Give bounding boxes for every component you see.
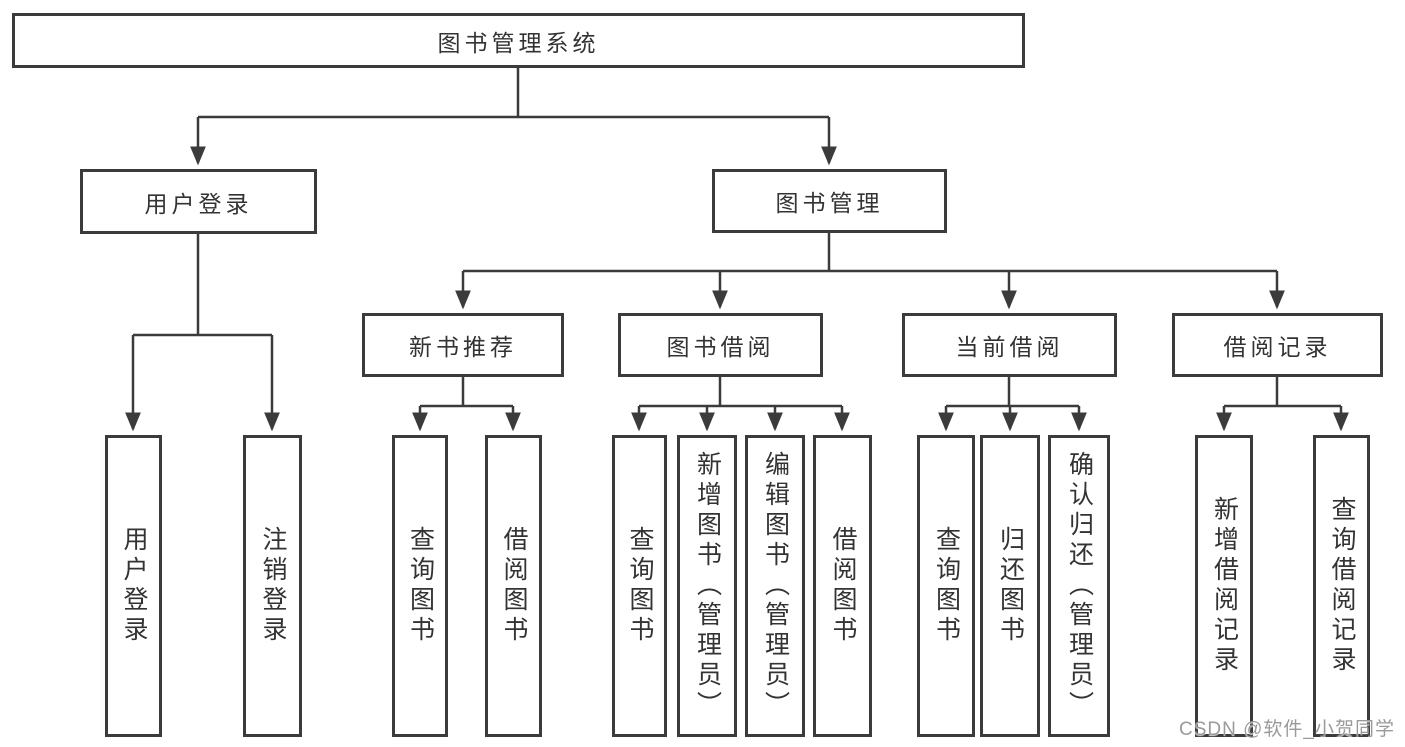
node-book-borrow: 图书借阅: [618, 313, 823, 377]
node-root-system: 图书管理系统: [12, 13, 1025, 68]
leaf-records-add-record: 新增借阅记录: [1195, 435, 1253, 737]
node-label: 查询图书: [932, 526, 961, 646]
connector-user-login-split: [133, 234, 272, 337]
connector-new-books-split: [420, 377, 513, 408]
leaf-borrow-borrow-books: 借阅图书: [813, 435, 872, 737]
leaf-newbooks-query-books: 查询图书: [392, 435, 448, 737]
connector-root-split: [198, 68, 829, 119]
leaf-borrow-edit-books-admin: 编辑图书（管理员）: [745, 435, 805, 737]
leaf-borrow-query-books: 查询图书: [612, 435, 667, 737]
leaf-current-return-books: 归还图书: [980, 435, 1040, 737]
node-new-book-recommend: 新书推荐: [362, 313, 564, 377]
connector-current-borrow-split: [946, 377, 1079, 408]
node-label: 新增借阅记录: [1210, 496, 1239, 676]
node-user-login: 用户登录: [80, 169, 317, 234]
leaf-current-query-books: 查询图书: [917, 435, 975, 737]
csdn-watermark: CSDN @软件_小贺同学: [1179, 719, 1395, 740]
connector-borrow-records-split: [1224, 377, 1341, 408]
node-label: 图书借阅: [666, 334, 775, 360]
node-label: 借阅图书: [829, 526, 857, 646]
leaf-newbooks-borrow-books: 借阅图书: [485, 435, 542, 737]
node-label: 借阅图书: [500, 526, 528, 646]
leaf-current-confirm-return-admin: 确认归还（管理员）: [1048, 435, 1110, 737]
node-label: 注销登录: [259, 526, 287, 646]
node-borrow-records: 借阅记录: [1172, 313, 1383, 377]
leaf-borrow-add-books-admin: 新增图书（管理员）: [677, 435, 737, 737]
node-label: 归还图书: [996, 526, 1025, 646]
node-label: 新增图书（管理员）: [693, 451, 722, 721]
node-label: 图书管理系统: [437, 29, 600, 56]
node-label: 用户登录: [144, 190, 253, 217]
leaf-user-login: 用户登录: [105, 435, 162, 737]
node-label: 确认归还（管理员）: [1065, 451, 1094, 721]
node-label: 编辑图书（管理员）: [761, 451, 790, 721]
node-label: 查询图书: [406, 526, 435, 646]
connector-book-mgmt-split: [463, 233, 1277, 273]
node-book-management: 图书管理: [712, 169, 947, 233]
node-label: 用户登录: [120, 526, 148, 646]
node-label: 查询图书: [626, 526, 654, 646]
node-label: 图书管理: [775, 190, 884, 216]
leaf-logout: 注销登录: [243, 435, 302, 737]
connector-book-borrow-split: [639, 377, 842, 408]
leaf-records-query-record: 查询借阅记录: [1313, 435, 1370, 737]
node-label: 借阅记录: [1223, 334, 1332, 360]
node-current-borrow: 当前借阅: [902, 313, 1117, 377]
node-label: 新书推荐: [409, 334, 517, 360]
node-label: 当前借阅: [955, 334, 1064, 360]
node-label: 查询借阅记录: [1328, 496, 1356, 676]
